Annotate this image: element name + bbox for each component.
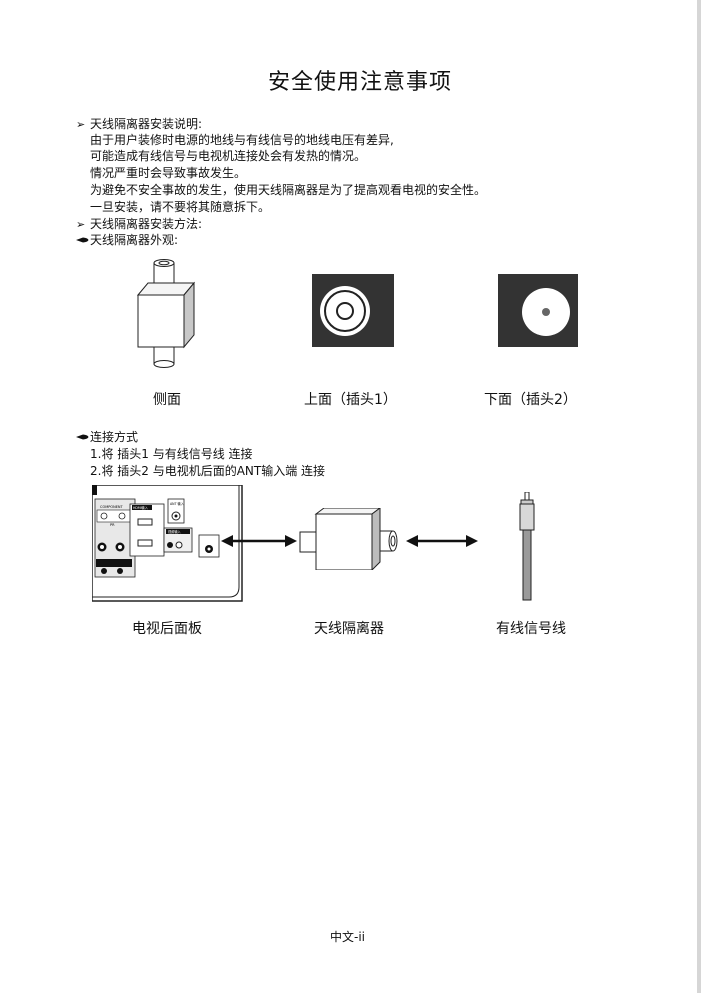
connection-heading: 连接方式 bbox=[76, 429, 138, 445]
pointing-hand-icon bbox=[76, 232, 90, 248]
isolator-top-view bbox=[312, 274, 394, 347]
isolator-horizontal bbox=[299, 508, 398, 570]
caption-side: 侧面 bbox=[153, 392, 181, 408]
cable-signal-line bbox=[519, 492, 535, 601]
caption-cable: 有线信号线 bbox=[496, 621, 566, 637]
connection-step: 2.将 插头2 与电视机后面的ANT输入端 连接 bbox=[90, 464, 326, 478]
section1-line: 一旦安装，请不要将其随意拆下。 bbox=[90, 200, 271, 214]
arrow-bullet-icon: ➢ bbox=[76, 118, 86, 131]
panel-label-hdmi: HDMI输入 bbox=[133, 505, 149, 510]
section2-heading: ➢ 天线隔离器安装方法: bbox=[76, 216, 202, 233]
section1-heading-text: 天线隔离器安装说明: bbox=[90, 117, 203, 131]
double-arrow-icon bbox=[221, 535, 297, 547]
caption-isolator: 天线隔离器 bbox=[314, 621, 384, 637]
caption-tv-panel: 电视后面板 bbox=[132, 621, 202, 637]
double-arrow-icon bbox=[406, 535, 478, 547]
page-title: 安全使用注意事项 bbox=[267, 70, 452, 95]
section1-line: 情况严重时会导致事故发生。 bbox=[90, 166, 247, 180]
section1-heading: ➢ 天线隔离器安装说明: bbox=[76, 116, 202, 133]
pointing-hand-icon bbox=[76, 429, 90, 445]
panel-label-ant: ANT 输入 bbox=[170, 501, 185, 506]
isolator-bottom-view bbox=[498, 274, 578, 347]
section2-heading-text: 天线隔离器安装方法: bbox=[90, 217, 203, 231]
section1-line: 可能造成有线信号与电视机连接处会有发热的情况。 bbox=[90, 149, 367, 163]
tv-rear-panel: COMPONENT PR HDMI输入 ANT 输入 视频输入 bbox=[92, 485, 243, 602]
connection-step: 1.将 插头1 与有线信号线 连接 bbox=[90, 447, 253, 461]
page-number: 中文-ii bbox=[330, 930, 365, 944]
panel-label-pr: PR bbox=[110, 523, 115, 527]
appearance-heading: 天线隔离器外观: bbox=[76, 232, 178, 248]
panel-label-av: 视频输入 bbox=[168, 529, 182, 534]
page-edge bbox=[697, 0, 701, 993]
section1-line: 由于用户装修时电源的地线与有线信号的地线电压有差异, bbox=[90, 133, 394, 147]
appearance-heading-text: 天线隔离器外观: bbox=[90, 233, 179, 247]
section1-line: 为避免不安全事故的发生，使用天线隔离器是为了提高观看电视的安全性。 bbox=[90, 183, 487, 197]
arrow-bullet-icon: ➢ bbox=[76, 218, 86, 231]
caption-top: 上面（插头1） bbox=[304, 392, 397, 408]
caption-bottom: 下面（插头2） bbox=[484, 392, 577, 408]
connection-heading-text: 连接方式 bbox=[90, 430, 139, 444]
isolator-side-view bbox=[136, 259, 196, 368]
panel-label-component: COMPONENT bbox=[100, 505, 124, 509]
